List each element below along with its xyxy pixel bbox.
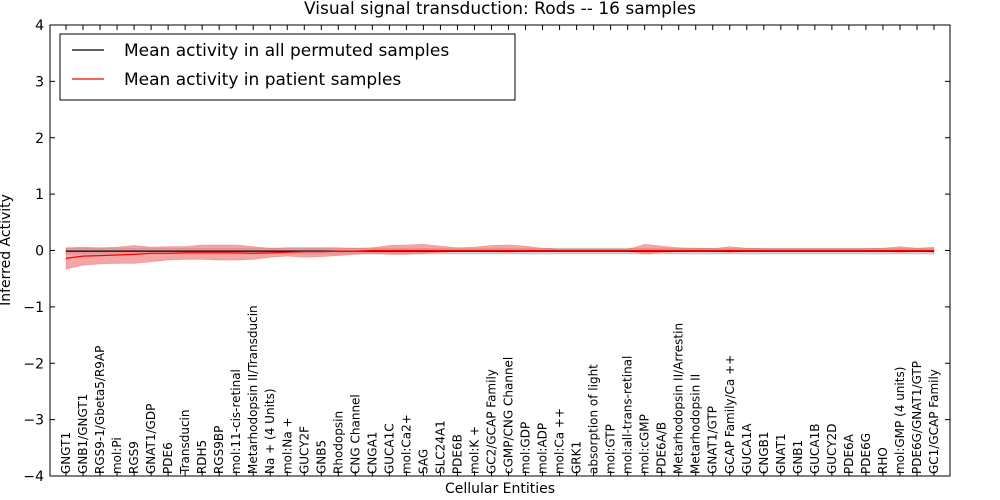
x-tick-label: Metarhodopsin II/Arrestin bbox=[672, 323, 686, 474]
x-tick-label: Transducin bbox=[178, 409, 192, 474]
y-axis-label: Inferred Activity bbox=[0, 194, 14, 306]
x-tick-label: RGS9BP bbox=[212, 426, 226, 474]
x-tick-label: CNGA1 bbox=[365, 432, 379, 475]
x-tick-label: mol:ADP bbox=[536, 423, 550, 474]
x-tick-label: Rhodopsin bbox=[331, 411, 345, 474]
x-tick-label: GUCA1C bbox=[382, 423, 396, 474]
x-tick-label: GRK1 bbox=[570, 441, 584, 474]
x-tick-label: CNGB1 bbox=[757, 431, 771, 474]
x-tick-label: mol:Na + bbox=[280, 417, 294, 474]
y-tick-label: 3 bbox=[35, 74, 44, 90]
x-tick-label: mol:K + bbox=[468, 426, 482, 474]
x-tick-label: PDE6B bbox=[451, 434, 465, 474]
x-tick-label: mol:Ca ++ bbox=[553, 408, 567, 474]
y-tick-label: 1 bbox=[35, 187, 44, 203]
chart-title: Visual signal transduction: Rods -- 16 s… bbox=[304, 0, 696, 19]
y-axis: −4 −3 −2 −1 0 1 2 3 4 bbox=[23, 18, 950, 485]
x-tick-label: PDE6G bbox=[859, 433, 873, 474]
x-tick-label: GNAT1 bbox=[774, 433, 788, 474]
x-tick-label: GCAP Family/Ca ++ bbox=[723, 355, 737, 474]
x-tick-label: Metarhodopsin II/Transducin bbox=[246, 305, 260, 474]
x-tick-label: mol:Ca2+ bbox=[399, 414, 413, 474]
x-tick-label: mol:GTP bbox=[604, 424, 618, 474]
series-lines bbox=[65, 249, 934, 259]
y-tick-label: 0 bbox=[35, 244, 44, 260]
legend: Mean activity in all permuted samples Me… bbox=[59, 33, 516, 101]
x-tick-label: mol:11-cis-retinal bbox=[229, 369, 243, 474]
x-tick-label: GC2/GCAP Family bbox=[485, 369, 499, 474]
x-tick-label: GNGT1 bbox=[59, 432, 73, 474]
x-tick-label: GNB5 bbox=[314, 440, 328, 474]
x-tick-label: SLC24A1 bbox=[433, 420, 447, 474]
x-tick-label: RHO bbox=[876, 447, 890, 474]
x-tick-label: CNG Channel bbox=[348, 394, 362, 474]
x-tick-label: mol:Pi bbox=[110, 437, 124, 474]
y-tick-label: −2 bbox=[23, 356, 44, 372]
x-tick-label: GUCY2F bbox=[297, 426, 311, 474]
x-tick-label: cGMP/CNG Channel bbox=[502, 357, 516, 474]
legend-label-patient: Mean activity in patient samples bbox=[124, 70, 401, 90]
x-tick-label: GNAT1/GTP bbox=[706, 406, 720, 474]
x-tick-label: PDE6A/B bbox=[655, 422, 669, 474]
x-tick-label: mol:GDP bbox=[519, 422, 533, 474]
x-tick-label: GC1/GCAP Family bbox=[927, 369, 941, 474]
x-tick-label: mol:all-trans-retinal bbox=[621, 356, 635, 474]
legend-box bbox=[59, 33, 516, 101]
x-tick-label: RGS9-1/Gbeta5/R9AP bbox=[93, 346, 107, 474]
y-tick-label: −4 bbox=[23, 469, 44, 485]
x-tick-label: GUCA1A bbox=[740, 423, 754, 474]
x-axis-label: Cellular Entities bbox=[445, 481, 555, 497]
x-tick-label: mol:cGMP bbox=[638, 414, 652, 474]
legend-label-permuted: Mean activity in all permuted samples bbox=[124, 41, 449, 61]
y-tick-label: 2 bbox=[35, 131, 44, 147]
x-tick-label: SAG bbox=[416, 449, 430, 474]
x-tick-label: mol:GMP (4 units) bbox=[893, 367, 907, 474]
x-tick-label: RDH5 bbox=[195, 440, 209, 474]
y-tick-label: 4 bbox=[35, 18, 44, 34]
x-tick-label: Na + (4 Units) bbox=[263, 388, 277, 474]
x-tick-label: RGS9 bbox=[127, 441, 141, 474]
x-tick-label: PDE6 bbox=[161, 442, 175, 474]
x-tick-label: GNB1 bbox=[791, 440, 805, 474]
x-tick-label: Metarhodopsin II bbox=[689, 374, 703, 474]
line-patient bbox=[65, 249, 934, 259]
y-tick-label: −3 bbox=[23, 413, 44, 429]
x-tick-label: GNB1/GNGT1 bbox=[76, 394, 90, 474]
x-tick-label: PDE6A bbox=[842, 433, 856, 474]
x-tick-label: absorption of light bbox=[587, 364, 601, 474]
x-tick-label: GUCY2D bbox=[825, 424, 839, 474]
x-tick-label: GNAT1/GDP bbox=[144, 404, 158, 474]
y-tick-label: −1 bbox=[23, 300, 44, 316]
x-tick-label: GUCA1B bbox=[808, 423, 822, 474]
x-tick-label: PDE6G/GNAT1/GTP bbox=[910, 361, 924, 474]
